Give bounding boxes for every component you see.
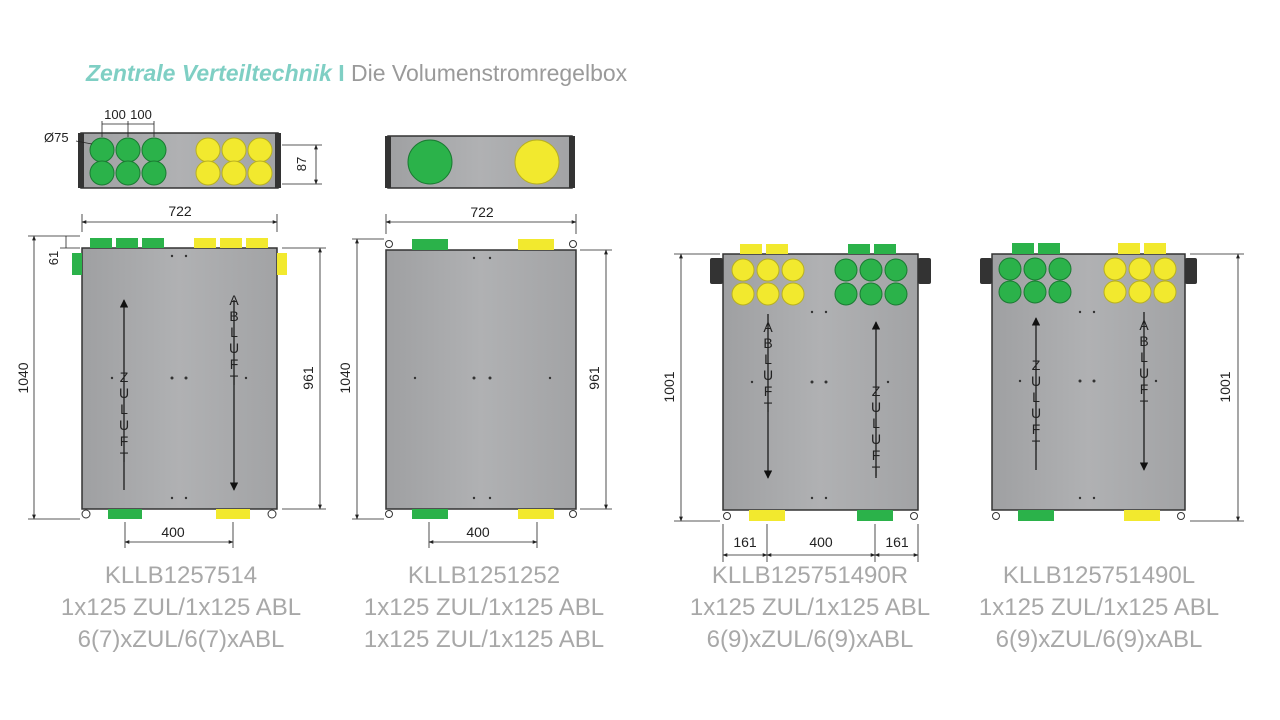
product-spec-2: 1x125 ZUL/1x125 ABL (363, 626, 605, 653)
dim-1040-unit-2: 1040 (337, 362, 353, 393)
product-caption-3: KLLB125751490R 1x125 ZUL/1x125 ABL 6(9)x… (660, 560, 960, 656)
dim-400-unit-3: 400 (809, 534, 833, 550)
page-title: Zentrale Verteiltechnik I Die Volumenstr… (86, 60, 627, 87)
dim-1001-unit-3: 1001 (661, 371, 677, 402)
product-code: KLLB1251252 (407, 562, 561, 589)
dim-722-unit-1: 722 (168, 203, 192, 219)
product-code: KLLB125751490L (1002, 562, 1196, 589)
title-separator: I (338, 60, 345, 86)
product-spec-2: 6(7)xZUL/6(7)xABL (77, 626, 285, 653)
product-code: KLLB1257514 (104, 562, 258, 589)
dim-722-unit-2: 722 (470, 204, 494, 220)
unit-2-front-view: 722 1040 961 400 (337, 204, 612, 548)
dim-961-unit-1: 961 (300, 366, 316, 390)
title-sub: Die Volumenstromregelbox (351, 60, 628, 86)
dim-100-b: 100 (130, 107, 152, 122)
title-main: Zentrale Verteiltechnik (86, 60, 332, 86)
product-spec-1: 1x125 ZUL/1x125 ABL (689, 594, 931, 621)
dim-87: 87 (294, 157, 309, 171)
product-code: KLLB125751490R (711, 562, 909, 589)
dim-diameter-75: Ø75 (44, 130, 69, 145)
dim-161-left-unit-3: 161 (733, 534, 757, 550)
dim-961-unit-2: 961 (586, 366, 602, 390)
dim-1040-unit-1: 1040 (15, 362, 31, 393)
product-caption-4: KLLB125751490L 1x125 ZUL/1x125 ABL 6(9)x… (949, 560, 1249, 656)
dim-161-right-unit-3: 161 (885, 534, 909, 550)
dim-100-a: 100 (104, 107, 126, 122)
dim-400-unit-2: 400 (466, 524, 490, 540)
dim-1001-unit-4: 1001 (1217, 371, 1233, 402)
product-spec-1: 1x125 ZUL/1x125 ABL (363, 594, 605, 621)
unit-1-top-view: 100 100 Ø75 87 (44, 107, 322, 189)
product-spec-2: 6(9)xZUL/6(9)xABL (995, 626, 1203, 653)
product-caption-1: KLLB1257514 1x125 ZUL/1x125 ABL 6(7)xZUL… (31, 560, 331, 656)
product-spec-1: 1x125 ZUL/1x125 ABL (978, 594, 1220, 621)
product-spec-2: 6(9)xZUL/6(9)xABL (706, 626, 914, 653)
product-caption-2: KLLB1251252 1x125 ZUL/1x125 ABL 1x125 ZU… (334, 560, 634, 656)
dim-61: 61 (46, 251, 61, 265)
unit-2-top-view (385, 135, 575, 189)
product-spec-1: 1x125 ZUL/1x125 ABL (60, 594, 302, 621)
dim-400-unit-1: 400 (161, 524, 185, 540)
